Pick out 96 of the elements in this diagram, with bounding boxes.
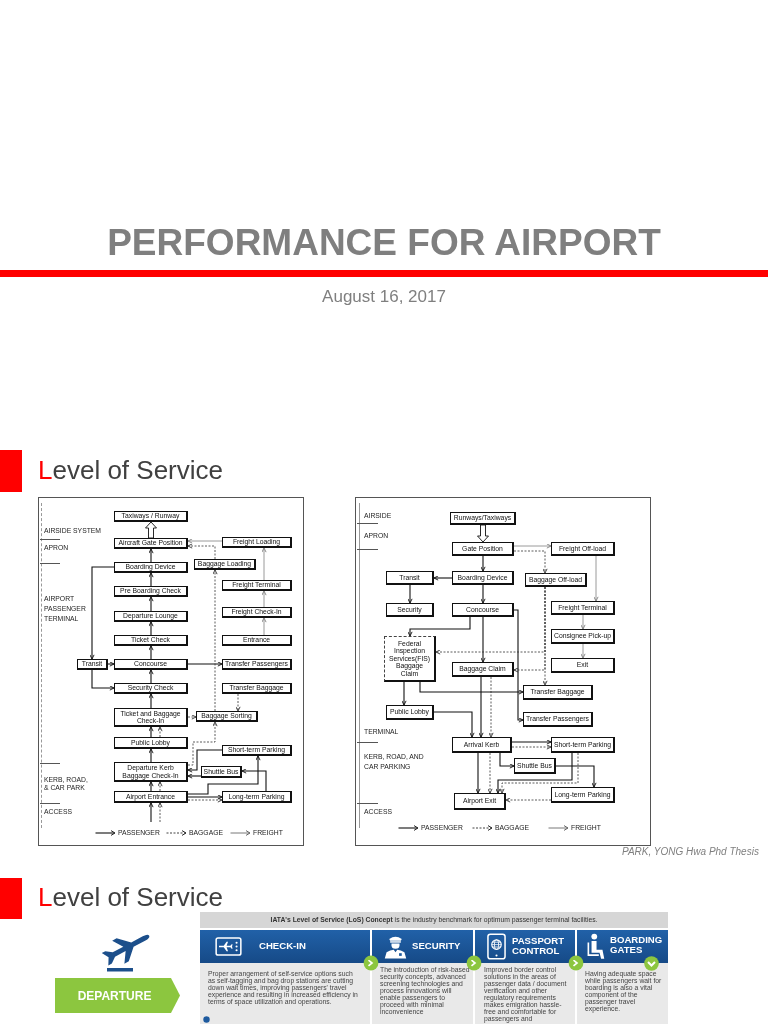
- arrow: [511, 739, 552, 745]
- process-box: [222, 683, 292, 694]
- process-box: [114, 562, 188, 573]
- process-box: [114, 538, 188, 549]
- arrow: [480, 584, 486, 604]
- arrow: [401, 681, 407, 706]
- arrow: [107, 661, 115, 667]
- process-box: [452, 571, 514, 585]
- arrow: [187, 773, 202, 779]
- process-box: [523, 712, 593, 727]
- process-box: [551, 658, 615, 673]
- process-box: [514, 758, 556, 774]
- step-title: SECURITY: [412, 941, 461, 951]
- process-box: [114, 635, 188, 646]
- info-banner: [200, 912, 668, 928]
- step-panel: [200, 930, 370, 1024]
- process-box: [525, 573, 587, 587]
- arrow: [148, 572, 154, 587]
- arrow: [499, 752, 515, 769]
- process-box: [551, 737, 615, 753]
- process-box: [114, 586, 188, 597]
- process-box: [114, 683, 188, 694]
- arrow: [148, 781, 154, 792]
- process-box: [452, 662, 514, 677]
- process-box: [551, 542, 615, 556]
- arrow: [433, 711, 475, 738]
- step-panel: [475, 930, 575, 1024]
- block-arrow: [477, 524, 489, 543]
- process-box: [386, 603, 434, 617]
- step-panel: [577, 930, 668, 1024]
- process-box: [386, 571, 434, 585]
- arrow: [480, 555, 486, 572]
- arrow: [148, 748, 154, 763]
- process-box: [222, 635, 292, 646]
- process-box: [452, 603, 514, 617]
- process-box: [523, 685, 593, 700]
- departure-tag: [55, 978, 180, 1013]
- section-heading: Level of Service: [38, 455, 223, 485]
- process-box: [77, 659, 108, 670]
- arrow: [187, 661, 223, 667]
- arrow: [148, 645, 154, 660]
- arrow: [478, 676, 484, 738]
- section-heading: Level of Service: [38, 882, 223, 912]
- arrow: [555, 765, 597, 788]
- process-box: [452, 737, 512, 753]
- arrow: [148, 693, 154, 709]
- arrow: [419, 681, 524, 695]
- arrow: [148, 802, 154, 823]
- process-box: [452, 542, 514, 556]
- process-box: [450, 512, 516, 525]
- arrow: [407, 616, 471, 637]
- step-title: PASSPORT CONTROL: [512, 936, 565, 956]
- process-box: [222, 537, 292, 548]
- process-box: [114, 611, 188, 622]
- process-box: [114, 791, 188, 803]
- process-box: [114, 762, 188, 782]
- process-box: [114, 737, 188, 749]
- process-box: [222, 791, 292, 803]
- block-arrow: [145, 521, 157, 539]
- arrow: [241, 768, 267, 792]
- slide-title: PERFORMANCE FOR AIRPORT: [107, 222, 661, 264]
- arrow: [89, 566, 115, 660]
- arrow: [433, 575, 453, 581]
- process-box: [386, 705, 434, 720]
- arrow: [407, 584, 413, 604]
- process-box: [114, 511, 188, 522]
- process-box: [222, 607, 292, 618]
- arrow: [480, 616, 486, 663]
- process-box: [222, 659, 292, 670]
- process-box: [551, 629, 615, 644]
- arrow: [187, 749, 223, 773]
- date-label: August 16, 2017: [322, 287, 446, 307]
- tag-label: DEPARTURE: [77, 989, 152, 1003]
- step-title: BOARDING GATES: [610, 935, 663, 955]
- process-box: [454, 793, 506, 810]
- process-box: [551, 601, 615, 615]
- process-box: [194, 559, 256, 570]
- arrow: [148, 621, 154, 636]
- arrow: [475, 752, 481, 794]
- arrow: [148, 726, 154, 738]
- arrow: [148, 596, 154, 612]
- process-box: [196, 711, 258, 722]
- step-title: CHECK-IN: [259, 941, 306, 951]
- arrow: [91, 669, 115, 691]
- arrow: [148, 669, 154, 684]
- arrow: [513, 609, 524, 723]
- source-credit: PARK, YONG Hwa Phd Thesis: [622, 845, 759, 858]
- process-box: [551, 787, 615, 803]
- process-box: [222, 580, 292, 591]
- step-panel: [372, 930, 473, 1024]
- arrow: [187, 794, 223, 800]
- process-box: [114, 708, 188, 727]
- arrow: [187, 755, 261, 795]
- process-box: [222, 745, 292, 756]
- arrow: [148, 548, 154, 563]
- process-box: [114, 659, 188, 670]
